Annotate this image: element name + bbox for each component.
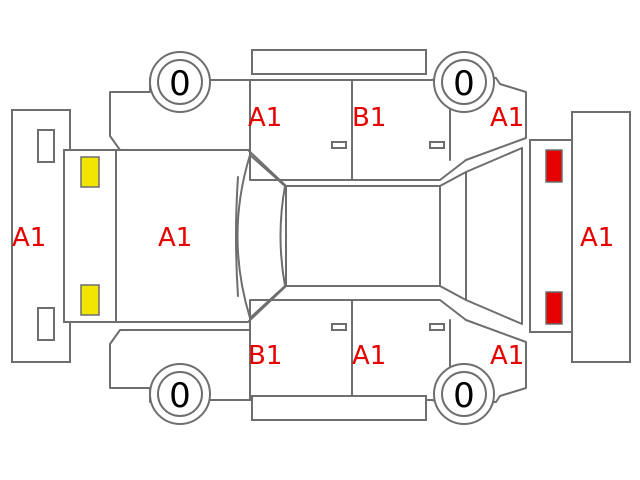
label-front-right-door: A1 <box>352 341 386 371</box>
rear-lamp-top <box>545 149 563 183</box>
left-side-skirt <box>251 49 427 75</box>
right-side-skirt <box>251 395 427 421</box>
label-rear-bumper: A1 <box>580 223 614 253</box>
tire-front-right-rim <box>157 371 203 417</box>
tire-rear-right-value: 0 <box>453 376 475 416</box>
tire-rear-left-rim <box>441 59 487 105</box>
rear-bumper-panel <box>571 111 631 363</box>
left-rear-door-handle <box>429 141 445 149</box>
right-rear-door-handle <box>429 323 445 331</box>
front-lamp-bottom <box>80 284 100 316</box>
label-front-bumper: A1 <box>12 223 46 253</box>
left-front-door-handle <box>331 141 347 149</box>
tire-rear-left-value: 0 <box>453 64 475 104</box>
trunk-outline <box>465 147 523 325</box>
front-lamp-top <box>80 156 100 188</box>
label-front-left-fender: A1 <box>248 103 282 133</box>
label-rear-left-quarter: A1 <box>490 103 524 133</box>
front-bumper-fog-slot-bottom <box>37 307 55 341</box>
label-rear-right-quarter: A1 <box>490 341 524 371</box>
label-front-right-fender: B1 <box>248 341 282 371</box>
label-front-left-door: B1 <box>352 103 386 133</box>
right-front-door-handle <box>331 323 347 331</box>
rear-lamp-bottom <box>545 291 563 325</box>
roof-outline <box>285 185 441 287</box>
tire-front-left-rim <box>157 59 203 105</box>
tire-rear-right-rim <box>441 371 487 417</box>
rear-window-outline <box>439 171 467 301</box>
hood-outline <box>115 149 287 323</box>
tire-front-left-value: 0 <box>169 64 191 104</box>
front-bumper-fog-slot-top <box>37 129 55 163</box>
tire-front-right-value: 0 <box>169 376 191 416</box>
label-hood: A1 <box>158 223 192 253</box>
windshield-wiper-line <box>235 176 239 297</box>
